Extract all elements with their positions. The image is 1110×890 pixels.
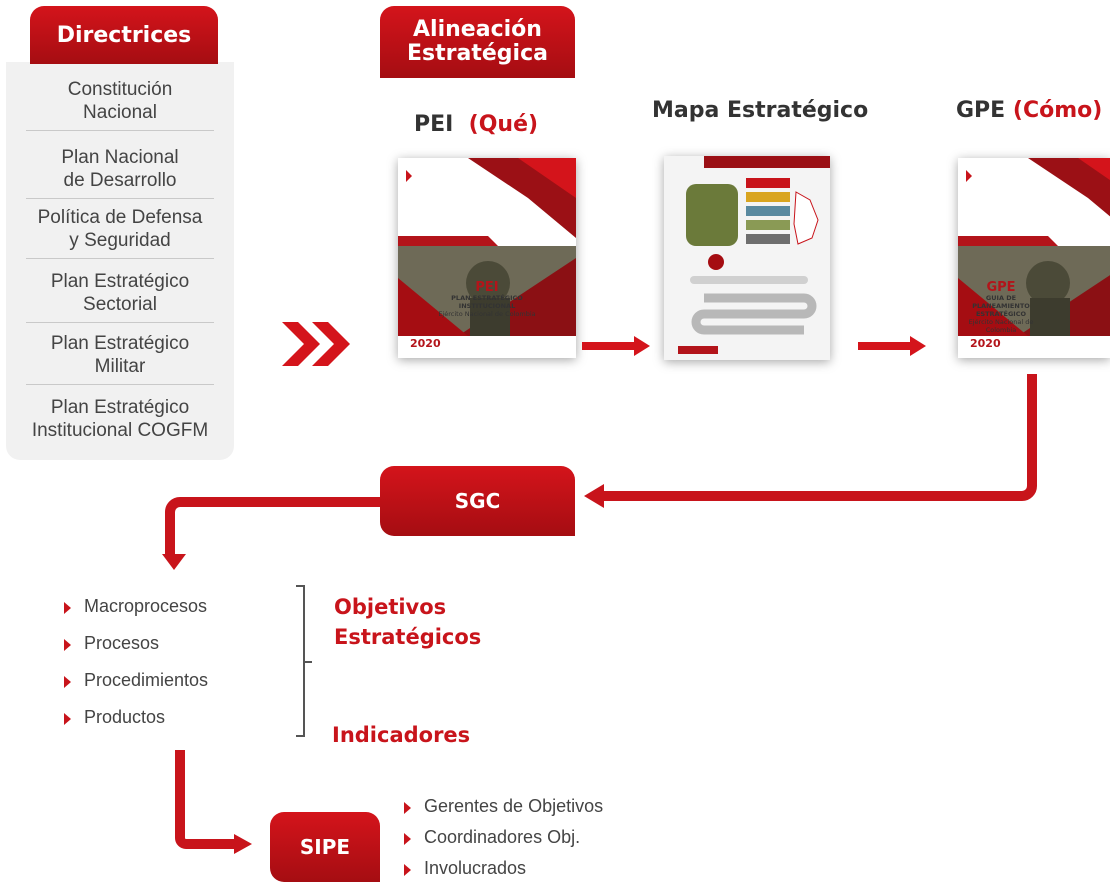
indicadores-heading: Indicadores [332, 723, 471, 747]
directriz-item: Plan Nacional de Desarrollo [26, 146, 214, 199]
pei-title: PEI (Qué) [414, 112, 539, 137]
double-chevron-icon [282, 322, 350, 366]
connector-gpe-sgc [584, 374, 1037, 508]
arrow-right-icon [858, 336, 926, 356]
list-item: Productos [62, 707, 208, 744]
list-item: Involucrados [402, 858, 603, 889]
sgc-label: SGC [454, 489, 501, 513]
mapa-title: Mapa Estratégico [652, 98, 869, 123]
gpe-cover-year: 2020 [970, 337, 1001, 350]
directriz-item: Plan Estratégico Militar [26, 332, 214, 385]
list-item: Macroprocesos [62, 596, 208, 633]
directriz-item: Plan Estratégico Sectorial [26, 270, 214, 323]
alineacion-line1: Alineación [413, 17, 542, 42]
arrow-right-icon [582, 336, 650, 356]
mapa-cover [664, 156, 830, 360]
pei-cover-title: PEI [475, 280, 499, 295]
gpe-title: GPE (Cómo) [956, 98, 1103, 123]
sgc-box: SGC [380, 466, 575, 536]
list-item: Procedimientos [62, 670, 208, 707]
pei-cover-year: 2020 [410, 337, 441, 350]
pei-cover-art [398, 158, 576, 336]
list-item: Coordinadores Obj. [402, 827, 603, 858]
directrices-panel: Constitución Nacional Plan Nacional de D… [6, 62, 234, 460]
connector-list-sipe [175, 750, 252, 854]
directriz-item: Plan Estratégico Institucional COGFM [31, 397, 209, 441]
list-item: Procesos [62, 633, 208, 670]
sgc-items-list: Macroprocesos Procesos Procedimientos Pr… [62, 596, 208, 744]
gpe-cover-art [958, 158, 1110, 336]
mapa-cover-art [678, 156, 830, 354]
directriz-item: Política de Defensa y Seguridad [26, 206, 214, 259]
alineacion-line2: Estratégica [407, 41, 548, 66]
directrices-tab: Directrices [30, 6, 218, 64]
sipe-box: SIPE [270, 812, 380, 882]
directrices-title: Directrices [56, 22, 192, 48]
bracket [296, 585, 312, 737]
gpe-cover-title: GPE [986, 280, 1016, 295]
directriz-item: Constitución Nacional [26, 78, 214, 131]
list-item: Gerentes de Objetivos [402, 796, 603, 827]
alineacion-tab: Alineación Estratégica [380, 6, 575, 78]
sipe-items-list: Gerentes de Objetivos Coordinadores Obj.… [402, 796, 603, 889]
sipe-label: SIPE [299, 835, 351, 859]
connector-sgc-list [162, 497, 380, 570]
